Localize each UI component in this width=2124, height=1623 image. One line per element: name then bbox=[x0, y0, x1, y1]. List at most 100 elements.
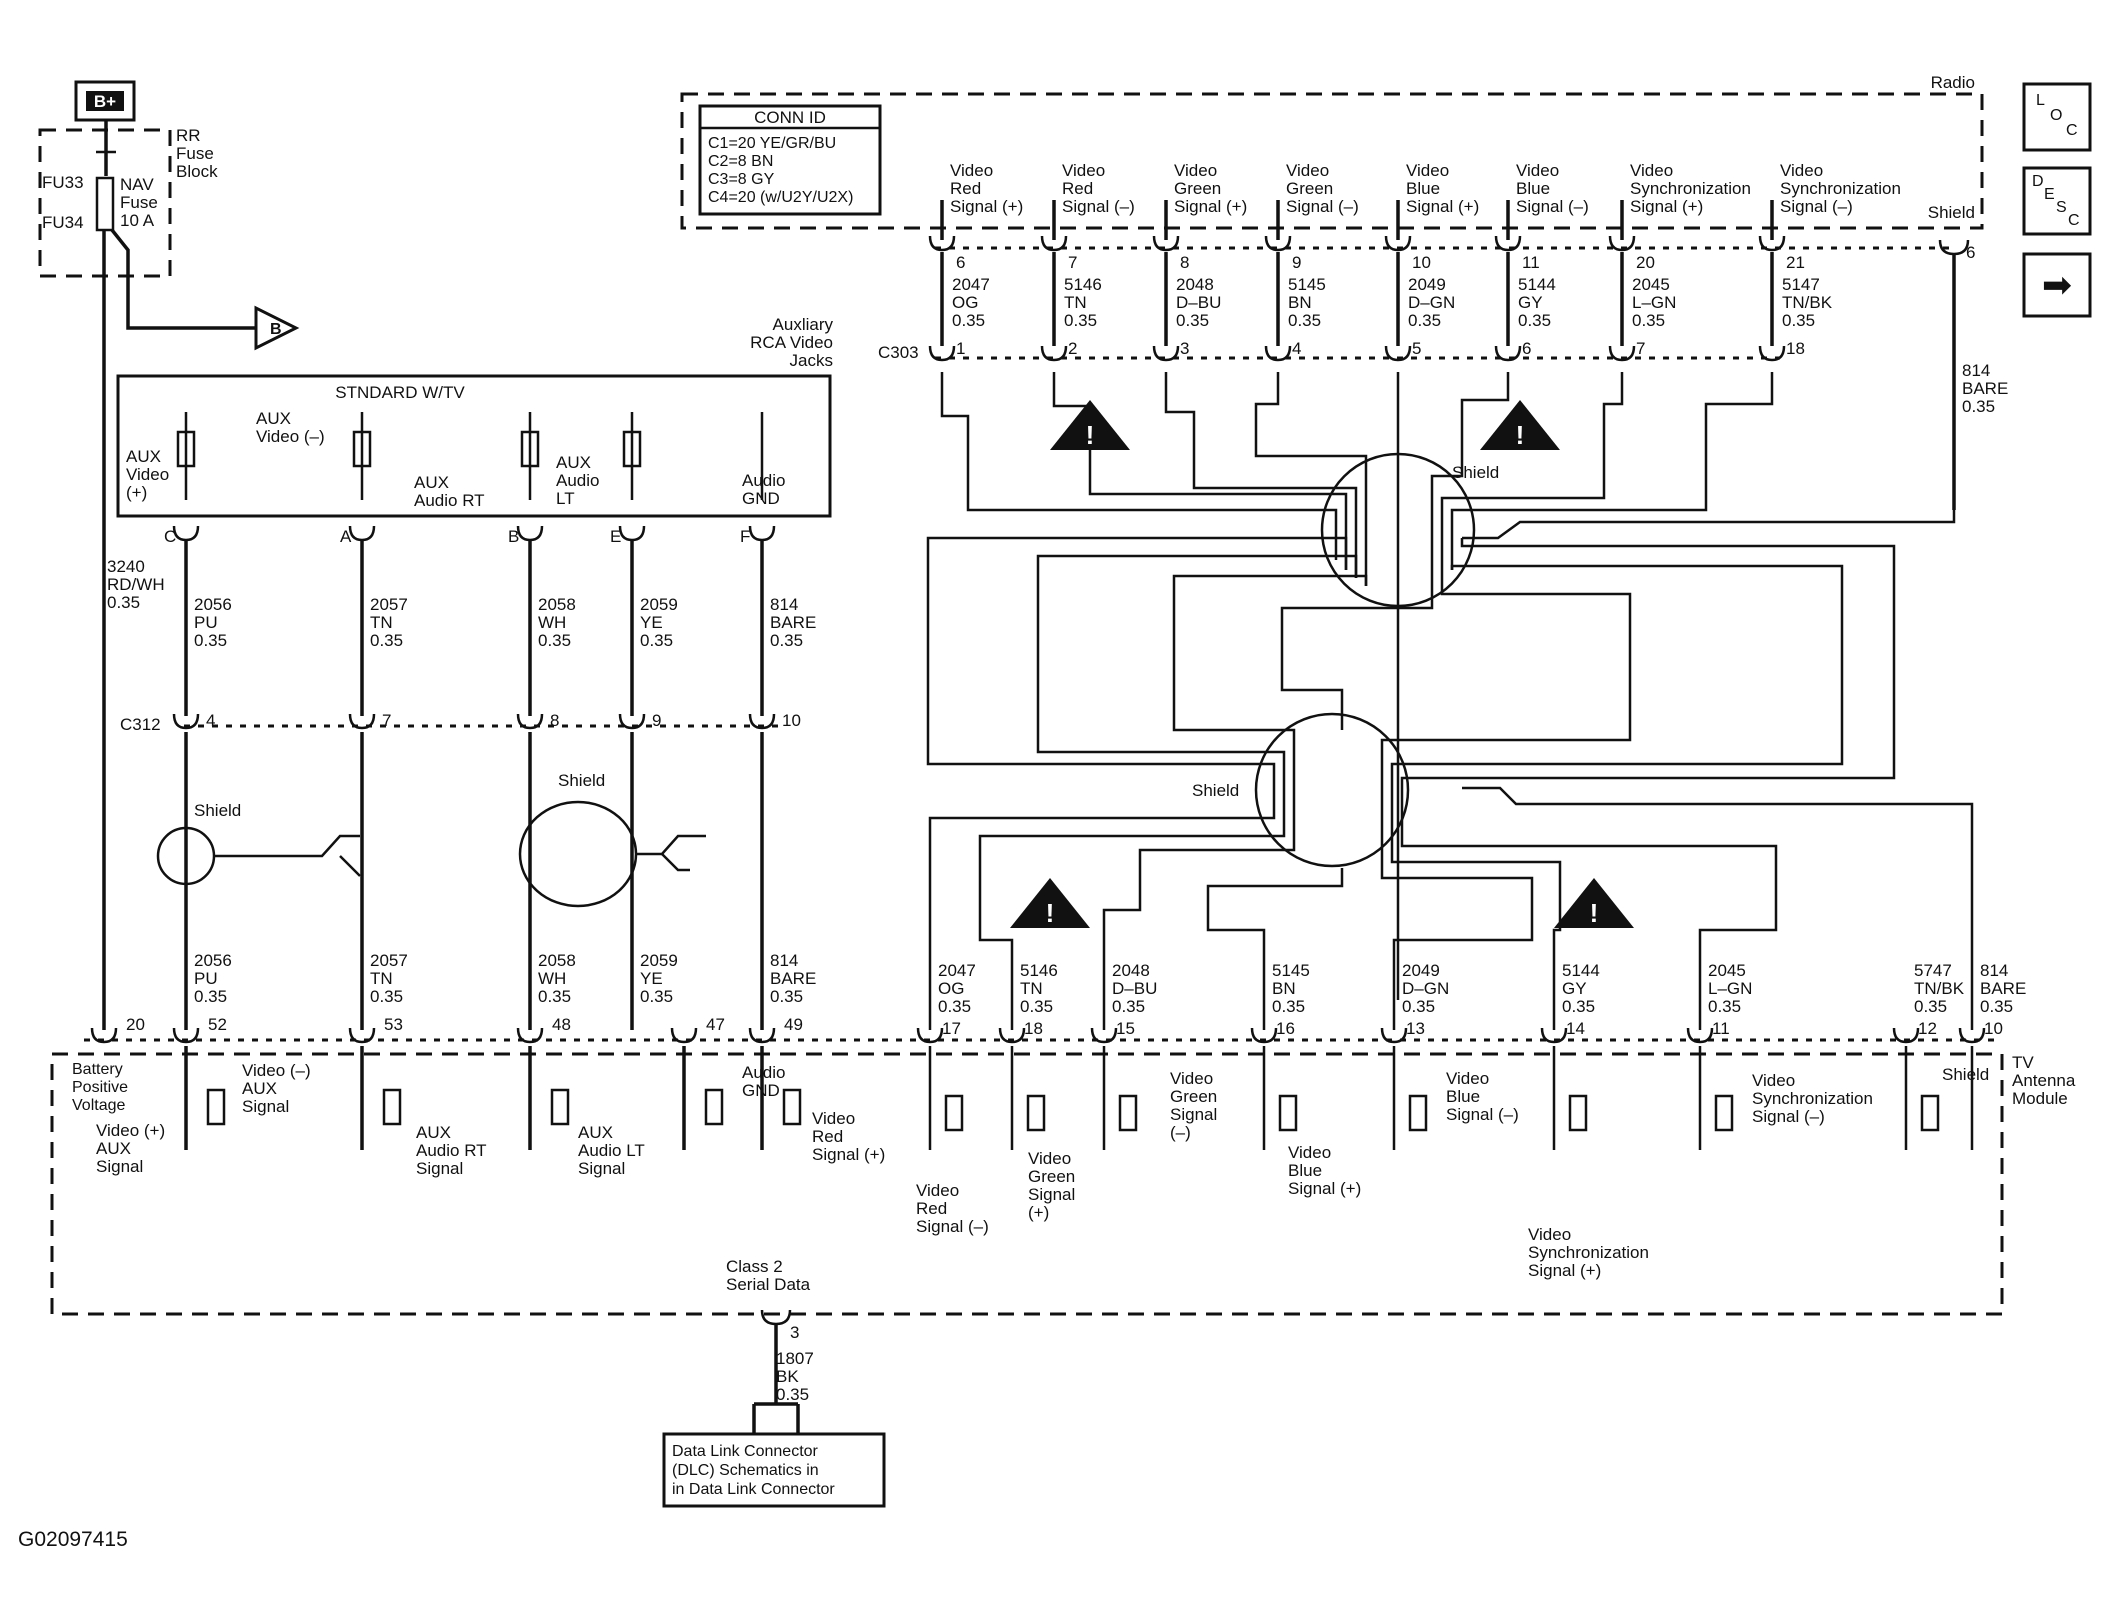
module-circuit-label: 0.35 bbox=[1708, 997, 1741, 1016]
module-resistor bbox=[382, 1088, 402, 1126]
radio-pin-number: 20 bbox=[1636, 253, 1655, 272]
module-pin-48: 48 bbox=[516, 1015, 571, 1150]
aux-circuit-label: YE bbox=[640, 613, 663, 632]
radio-pin-terminal bbox=[1494, 235, 1522, 252]
module-pin-terminal bbox=[670, 1027, 698, 1044]
radio-signal-label: Green bbox=[1174, 179, 1221, 198]
warning-icon: ! bbox=[1010, 878, 1090, 928]
radio-circuit-label: 2049 bbox=[1408, 275, 1446, 294]
radio-signal-label: Video bbox=[1174, 161, 1217, 180]
c303-pin-number: 1 bbox=[956, 339, 965, 358]
svg-text:AUX: AUX bbox=[416, 1123, 451, 1142]
svg-text:Video: Video bbox=[1528, 1225, 1571, 1244]
warning-icon: ! bbox=[1050, 400, 1130, 450]
radio-signal-label: Red bbox=[950, 179, 981, 198]
module-resistor bbox=[1278, 1094, 1298, 1132]
svg-text:Signal (+): Signal (+) bbox=[1288, 1179, 1361, 1198]
aux-jack-resistor bbox=[520, 430, 540, 468]
aux-circuit-label: PU bbox=[194, 613, 218, 632]
svg-text:Positive: Positive bbox=[72, 1079, 128, 1096]
conn-id-title: CONN ID bbox=[754, 108, 826, 127]
radio-pin-terminal bbox=[1608, 235, 1636, 252]
module-pin-terminal bbox=[1380, 1027, 1408, 1044]
radio-pin-number: 9 bbox=[1292, 253, 1301, 272]
aux-jack-pin-letter: E bbox=[610, 527, 621, 546]
radio-signal-label: Signal (–) bbox=[1780, 197, 1853, 216]
c303-pin-number: 6 bbox=[1522, 339, 1531, 358]
conn-id-line-4: C4=20 (w/U2Y/U2X) bbox=[708, 189, 853, 206]
radio-shield-wire: 6 814 BARE 0.35 bbox=[1938, 239, 2008, 510]
nav-fuse-label-2: Fuse bbox=[120, 193, 158, 212]
location-icon[interactable]: L O C bbox=[2022, 82, 2092, 152]
radio-component: Radio CONN ID C1=20 YE/GR/BU C2=8 BN C3=… bbox=[680, 73, 1984, 230]
svg-text:Voltage: Voltage bbox=[72, 1097, 125, 1114]
module-circuit-label: 5145 bbox=[1272, 961, 1310, 980]
module-pin-47: 47 bbox=[670, 1015, 725, 1150]
radio-circuit-label: 0.35 bbox=[952, 311, 985, 330]
svg-text:BK: BK bbox=[776, 1367, 799, 1386]
svg-text:D: D bbox=[2032, 173, 2044, 190]
aux-lower-circuit-label: BARE bbox=[770, 969, 816, 988]
radio-signal-label: Video bbox=[1780, 161, 1823, 180]
radio-circuit-label: 0.35 bbox=[1064, 311, 1097, 330]
module-pin-number: 52 bbox=[208, 1015, 227, 1034]
aux-lower-circuit-label: PU bbox=[194, 969, 218, 988]
conn-id-table: CONN ID C1=20 YE/GR/BU C2=8 BN C3=8 GY C… bbox=[698, 104, 882, 216]
svg-text:Audio RT: Audio RT bbox=[414, 491, 485, 510]
module-pin-52: 52 bbox=[172, 1015, 227, 1150]
svg-text:Shield: Shield bbox=[558, 771, 605, 790]
next-page-icon[interactable]: ➡ bbox=[2022, 252, 2092, 318]
svg-text:Data Link Connector: Data Link Connector bbox=[672, 1443, 819, 1460]
module-pin-number: 20 bbox=[126, 1015, 145, 1034]
aux-circuit-label: 0.35 bbox=[770, 631, 803, 650]
aux-jack-terminal bbox=[172, 525, 200, 542]
c312-pin-terminal bbox=[172, 713, 200, 730]
svg-text:Audio: Audio bbox=[556, 471, 599, 490]
module-pin-number: 11 bbox=[1712, 1019, 1730, 1038]
description-icon[interactable]: D E S C bbox=[2022, 166, 2092, 236]
svg-text:Signal: Signal bbox=[242, 1097, 289, 1116]
aux-lower-circuit-label: 0.35 bbox=[194, 987, 227, 1006]
c303-pin-terminal bbox=[1608, 345, 1636, 362]
aux-jack-pin-letter: F bbox=[740, 527, 750, 546]
svg-text:AUX: AUX bbox=[556, 453, 591, 472]
svg-text:Video: Video bbox=[126, 465, 169, 484]
svg-text:BARE: BARE bbox=[1962, 379, 2008, 398]
aux-circuit-label: 814 bbox=[770, 595, 798, 614]
radio-pin-terminal bbox=[1384, 235, 1412, 252]
c303-label: C303 bbox=[878, 343, 919, 362]
c303-pin-number: 3 bbox=[1180, 339, 1189, 358]
svg-text:Signal (+): Signal (+) bbox=[812, 1145, 885, 1164]
module-circuit-label: 0.35 bbox=[1402, 997, 1435, 1016]
c312-label: C312 bbox=[120, 715, 161, 734]
aux-jack-terminal bbox=[348, 525, 376, 542]
radio-circuit-label: 5147 bbox=[1782, 275, 1820, 294]
module-pin-terminal bbox=[1892, 1027, 1920, 1044]
aux-circuit-label: 2056 bbox=[194, 595, 232, 614]
c303-pin-terminal bbox=[1040, 345, 1068, 362]
svg-text:Signal (+): Signal (+) bbox=[1528, 1261, 1601, 1280]
c312-pin-number: 4 bbox=[206, 711, 215, 730]
module-pin-terminal bbox=[916, 1027, 944, 1044]
module-resistor bbox=[944, 1094, 964, 1132]
radio-circuit-label: 2045 bbox=[1632, 275, 1670, 294]
svg-text:814: 814 bbox=[1962, 361, 1990, 380]
radio-signal-label: Signal (+) bbox=[1174, 197, 1247, 216]
svg-text:Blue: Blue bbox=[1288, 1161, 1322, 1180]
radio-circuit-label: D–GN bbox=[1408, 293, 1455, 312]
module-circuit-label: BN bbox=[1272, 979, 1296, 998]
warning-icon: ! bbox=[1554, 878, 1634, 928]
module-pin-number: 14 bbox=[1566, 1019, 1585, 1038]
c303-pin-terminal bbox=[1758, 345, 1786, 362]
module-pin-number: 15 bbox=[1116, 1019, 1135, 1038]
aux-jack-pin-letter: C bbox=[164, 527, 176, 546]
module-circuit-label: 814 bbox=[1980, 961, 2008, 980]
c312-pin-number: 9 bbox=[652, 711, 661, 730]
svg-text:Video (–): Video (–) bbox=[256, 427, 325, 446]
aux-jack-pin-letter: A bbox=[340, 527, 352, 546]
radio-cable-shield-label: Shield bbox=[1452, 463, 1499, 482]
